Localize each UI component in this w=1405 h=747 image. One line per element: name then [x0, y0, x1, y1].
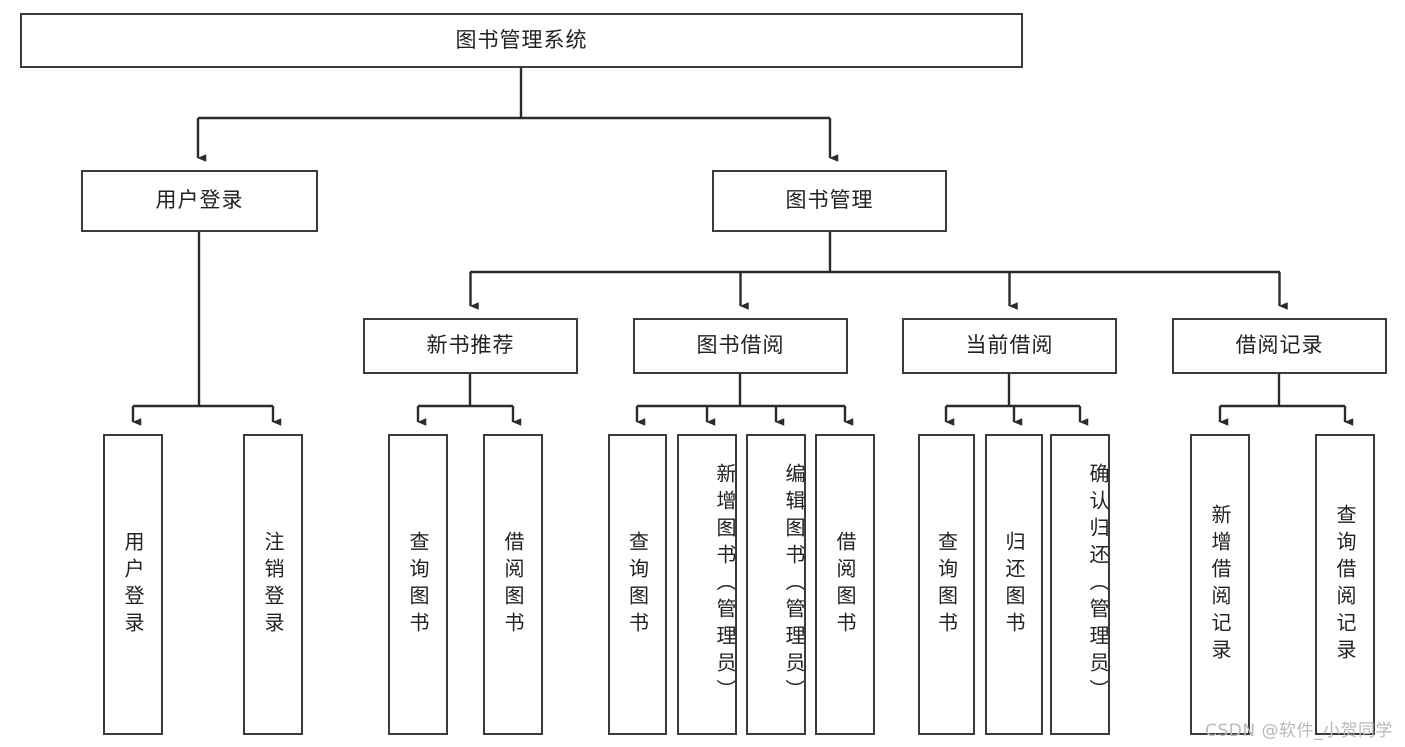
node-label: 图书借阅 [696, 333, 785, 358]
node-label: 新增图书（管理员） [713, 463, 737, 706]
node-root[interactable]: 图书管理系统 [20, 13, 1023, 68]
node-leaf-2[interactable]: 查询图书 [388, 434, 448, 735]
node-level3-1[interactable]: 图书借阅 [633, 318, 848, 374]
node-leaf-12[interactable]: 查询借阅记录 [1315, 434, 1375, 735]
node-label: 新书推荐 [426, 333, 515, 358]
node-label: 借阅图书 [833, 530, 857, 639]
node-label: 确认归还（管理员） [1086, 463, 1110, 706]
node-leaf-5[interactable]: 新增图书（管理员） [677, 434, 737, 735]
node-leaf-1[interactable]: 注销登录 [243, 434, 303, 735]
node-label: 当前借阅 [965, 333, 1054, 358]
node-leaf-4[interactable]: 查询图书 [608, 434, 667, 735]
node-level3-3[interactable]: 借阅记录 [1172, 318, 1387, 374]
node-leaf-3[interactable]: 借阅图书 [483, 434, 543, 735]
node-leaf-6[interactable]: 编辑图书（管理员） [746, 434, 806, 735]
node-label: 查询图书 [934, 530, 959, 639]
node-label: 图书管理系统 [455, 27, 588, 52]
node-leaf-11[interactable]: 新增借阅记录 [1190, 434, 1250, 735]
node-label: 查询图书 [406, 530, 430, 639]
node-leaf-10[interactable]: 确认归还（管理员） [1050, 434, 1110, 735]
node-leaf-7[interactable]: 借阅图书 [815, 434, 875, 735]
node-leaf-8[interactable]: 查询图书 [918, 434, 975, 735]
node-label: 借阅记录 [1235, 333, 1324, 358]
node-label: 图书管理 [785, 188, 874, 213]
node-leaf-0[interactable]: 用户登录 [103, 434, 163, 735]
node-level3-2[interactable]: 当前借阅 [902, 318, 1117, 374]
node-label: 用户登录 [155, 188, 244, 213]
node-level2-0[interactable]: 用户登录 [81, 170, 318, 232]
node-label: 注销登录 [261, 530, 285, 639]
node-leaf-9[interactable]: 归还图书 [985, 434, 1043, 735]
node-level2-1[interactable]: 图书管理 [712, 170, 947, 232]
node-label: 归还图书 [1002, 530, 1026, 639]
node-label: 新增借阅记录 [1208, 503, 1232, 666]
watermark-text: CSDN @软件_小贺同学 [1205, 721, 1393, 741]
node-label: 借阅图书 [501, 530, 525, 639]
node-label: 编辑图书（管理员） [782, 463, 806, 706]
node-label: 用户登录 [121, 530, 145, 639]
node-level3-0[interactable]: 新书推荐 [363, 318, 578, 374]
node-label: 查询借阅记录 [1333, 503, 1357, 666]
node-label: 查询图书 [625, 530, 650, 639]
